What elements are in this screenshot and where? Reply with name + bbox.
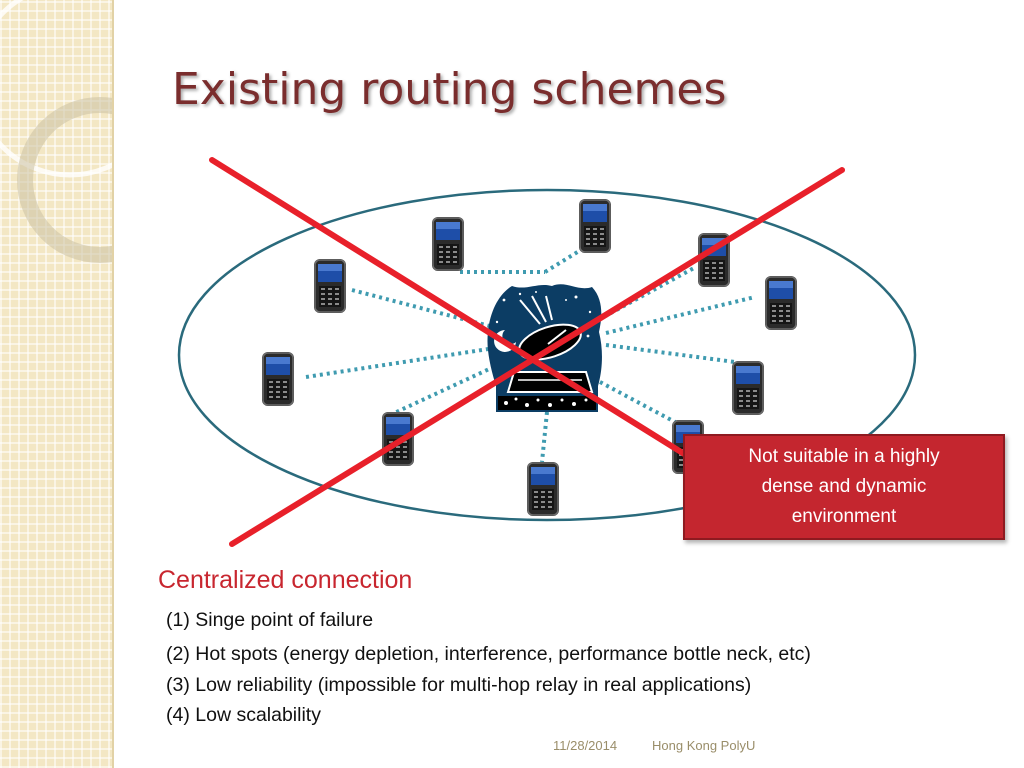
smartphone-icon <box>261 351 295 407</box>
network-boundary-ellipse <box>177 188 917 522</box>
smartphone-icon <box>526 461 560 517</box>
smartphone-icon <box>431 216 465 272</box>
decorative-sidebar <box>0 0 112 768</box>
callout-text: Not suitable in a highly dense and dynam… <box>748 446 940 527</box>
slide-title: Existing routing schemes <box>172 64 727 115</box>
link-9 <box>605 343 736 364</box>
satellite-dish-icon <box>487 284 602 412</box>
footer-date: 11/28/2014 <box>553 738 618 753</box>
section-heading: Centralized connection <box>158 566 413 594</box>
link-2 <box>543 246 586 274</box>
sidebar-ornament <box>0 0 112 263</box>
list-item: (2) Hot spots (energy depletion, interfe… <box>166 643 811 665</box>
cross-line-1 <box>209 157 713 473</box>
connection-links <box>305 246 756 463</box>
list-item: (3) Low reliability (impossible for mult… <box>166 674 752 696</box>
footer-organization: Hong Kong PolyU <box>652 738 756 753</box>
list-item: (4) Low scalability <box>166 704 321 726</box>
list-item: (1) Singe point of failure <box>166 609 374 631</box>
smartphone-icon <box>764 275 798 331</box>
link-4 <box>305 346 496 379</box>
smartphone-icon <box>313 258 347 314</box>
link-6 <box>540 411 549 463</box>
smartphone-icon <box>578 198 612 254</box>
sidebar-divider <box>112 0 114 768</box>
callout-box: Not suitable in a highly dense and dynam… <box>683 434 1005 540</box>
cross-line-2 <box>229 167 845 547</box>
smartphone-icon <box>731 360 765 416</box>
link-8 <box>605 295 756 335</box>
red-x-mark <box>209 157 845 547</box>
